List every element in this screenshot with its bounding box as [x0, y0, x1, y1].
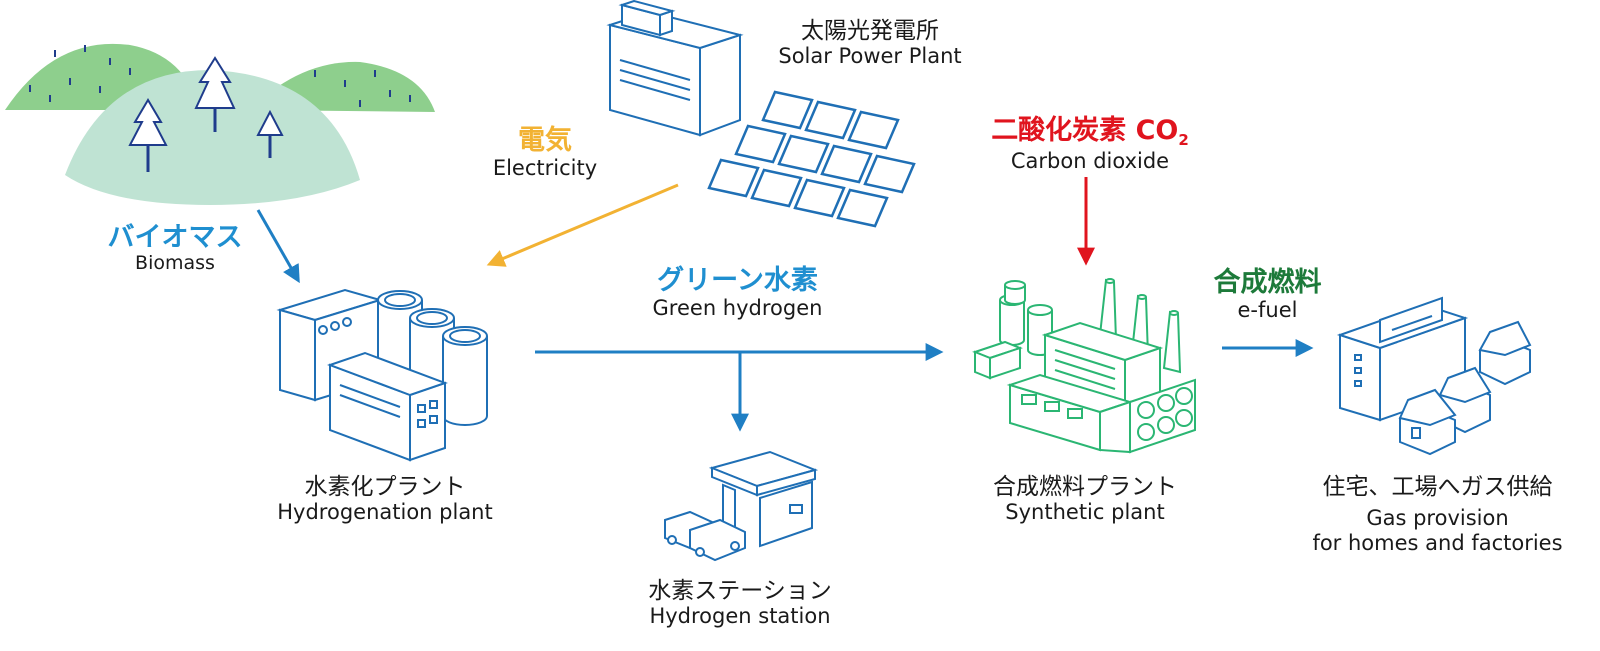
supply-label-en-1: Gas provision — [1366, 506, 1509, 531]
green-hydrogen-label-en: Green hydrogen — [652, 296, 823, 321]
solar-panels — [707, 90, 916, 228]
efuel-label: 合成燃料 e-fuel — [1195, 267, 1340, 322]
co2-subscript: 2 — [1178, 131, 1189, 149]
solar-label-en: Solar Power Plant — [778, 44, 962, 69]
supply-label-en-2: for homes and factories — [1312, 530, 1563, 555]
station-label-jp: 水素ステーション — [648, 578, 832, 604]
hydrogenation-label-jp: 水素化プラント — [304, 474, 466, 500]
biomass-label-en: Biomass — [135, 252, 215, 275]
co2-label: 二酸化炭素 CO2 Carbon dioxide — [965, 115, 1215, 173]
solar-label-jp: 太陽光発電所 — [801, 18, 939, 44]
homes-factory-icon — [1336, 296, 1532, 456]
electricity-label-jp: 電気 — [518, 125, 572, 156]
hydrogenation-plant-icon — [276, 288, 488, 462]
biomass-label-jp: バイオマス — [107, 222, 243, 253]
hydrogenation-label: 水素化プラント Hydrogenation plant — [250, 474, 520, 525]
efuel-label-en: e-fuel — [1237, 298, 1298, 323]
electricity-label: 電気 Electricity — [470, 125, 620, 180]
co2-label-jp-text: 二酸化炭素 CO — [991, 115, 1179, 146]
forest-hills-icon — [5, 43, 435, 205]
co2-label-en: Carbon dioxide — [1010, 149, 1170, 174]
supply-label: 住宅、工場へガス供給 Gas provision for homes and f… — [1290, 474, 1585, 555]
hydrogen-station-icon — [664, 450, 819, 562]
co2-label-jp: 二酸化炭素 CO2 — [965, 115, 1215, 149]
station-label: 水素ステーション Hydrogen station — [615, 578, 865, 629]
synthetic-label: 合成燃料プラント Synthetic plant — [965, 474, 1205, 525]
green-hydrogen-label: グリーン水素 Green hydrogen — [620, 265, 855, 320]
green-hydrogen-label-jp: グリーン水素 — [657, 265, 818, 296]
synthetic-label-jp: 合成燃料プラント — [993, 474, 1177, 500]
solar-label: 太陽光発電所 Solar Power Plant — [755, 18, 985, 69]
synthetic-plant-icon — [972, 278, 1196, 454]
hydrogenation-label-en: Hydrogenation plant — [277, 500, 493, 525]
biomass-arrow — [256, 209, 300, 284]
solar-power-plant-icon — [606, 0, 744, 137]
supply-label-jp: 住宅、工場へガス供給 — [1322, 474, 1553, 500]
electricity-arrow — [486, 183, 679, 267]
biomass-label: バイオマス Biomass — [90, 222, 260, 275]
station-label-en: Hydrogen station — [649, 604, 831, 629]
synthetic-label-en: Synthetic plant — [1005, 500, 1165, 525]
efuel-label-jp: 合成燃料 — [1213, 267, 1322, 298]
electricity-label-en: Electricity — [492, 156, 598, 181]
